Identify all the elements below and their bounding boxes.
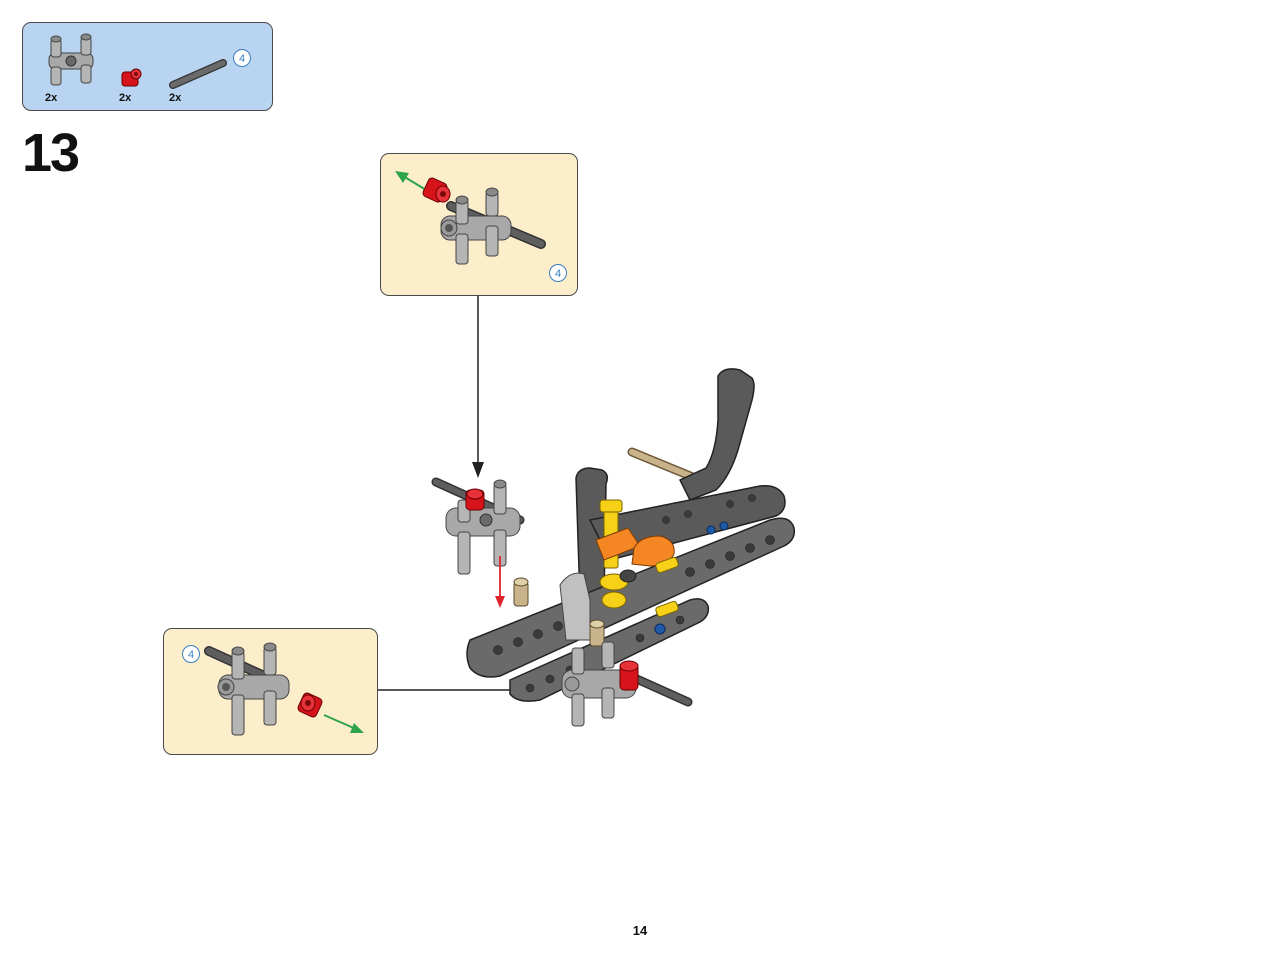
step-number: 13 [22, 123, 80, 183]
red-bush-icon [121, 68, 142, 87]
subassembly-illustration [204, 642, 364, 736]
axle-length-badge: 4 [182, 645, 200, 663]
subassembly-illustration [395, 171, 546, 265]
axle-length-badge: 4 [233, 49, 251, 67]
placement-arrow-icon [495, 596, 505, 608]
double-pin-connector-icon [48, 33, 94, 86]
callout-bottom: 4 [163, 628, 378, 755]
page-number: 14 [632, 923, 648, 938]
axle-icon [169, 59, 227, 89]
quantity-label: 2x [45, 92, 58, 104]
axle-length-badge: 4 [549, 264, 567, 282]
callout-top: 4 [380, 153, 578, 296]
quantity-label: 2x [119, 92, 132, 104]
arrow-down-icon [472, 462, 484, 478]
parts-list-box: 2x 2x 4 2x [22, 22, 273, 111]
quantity-label: 2x [169, 92, 182, 104]
